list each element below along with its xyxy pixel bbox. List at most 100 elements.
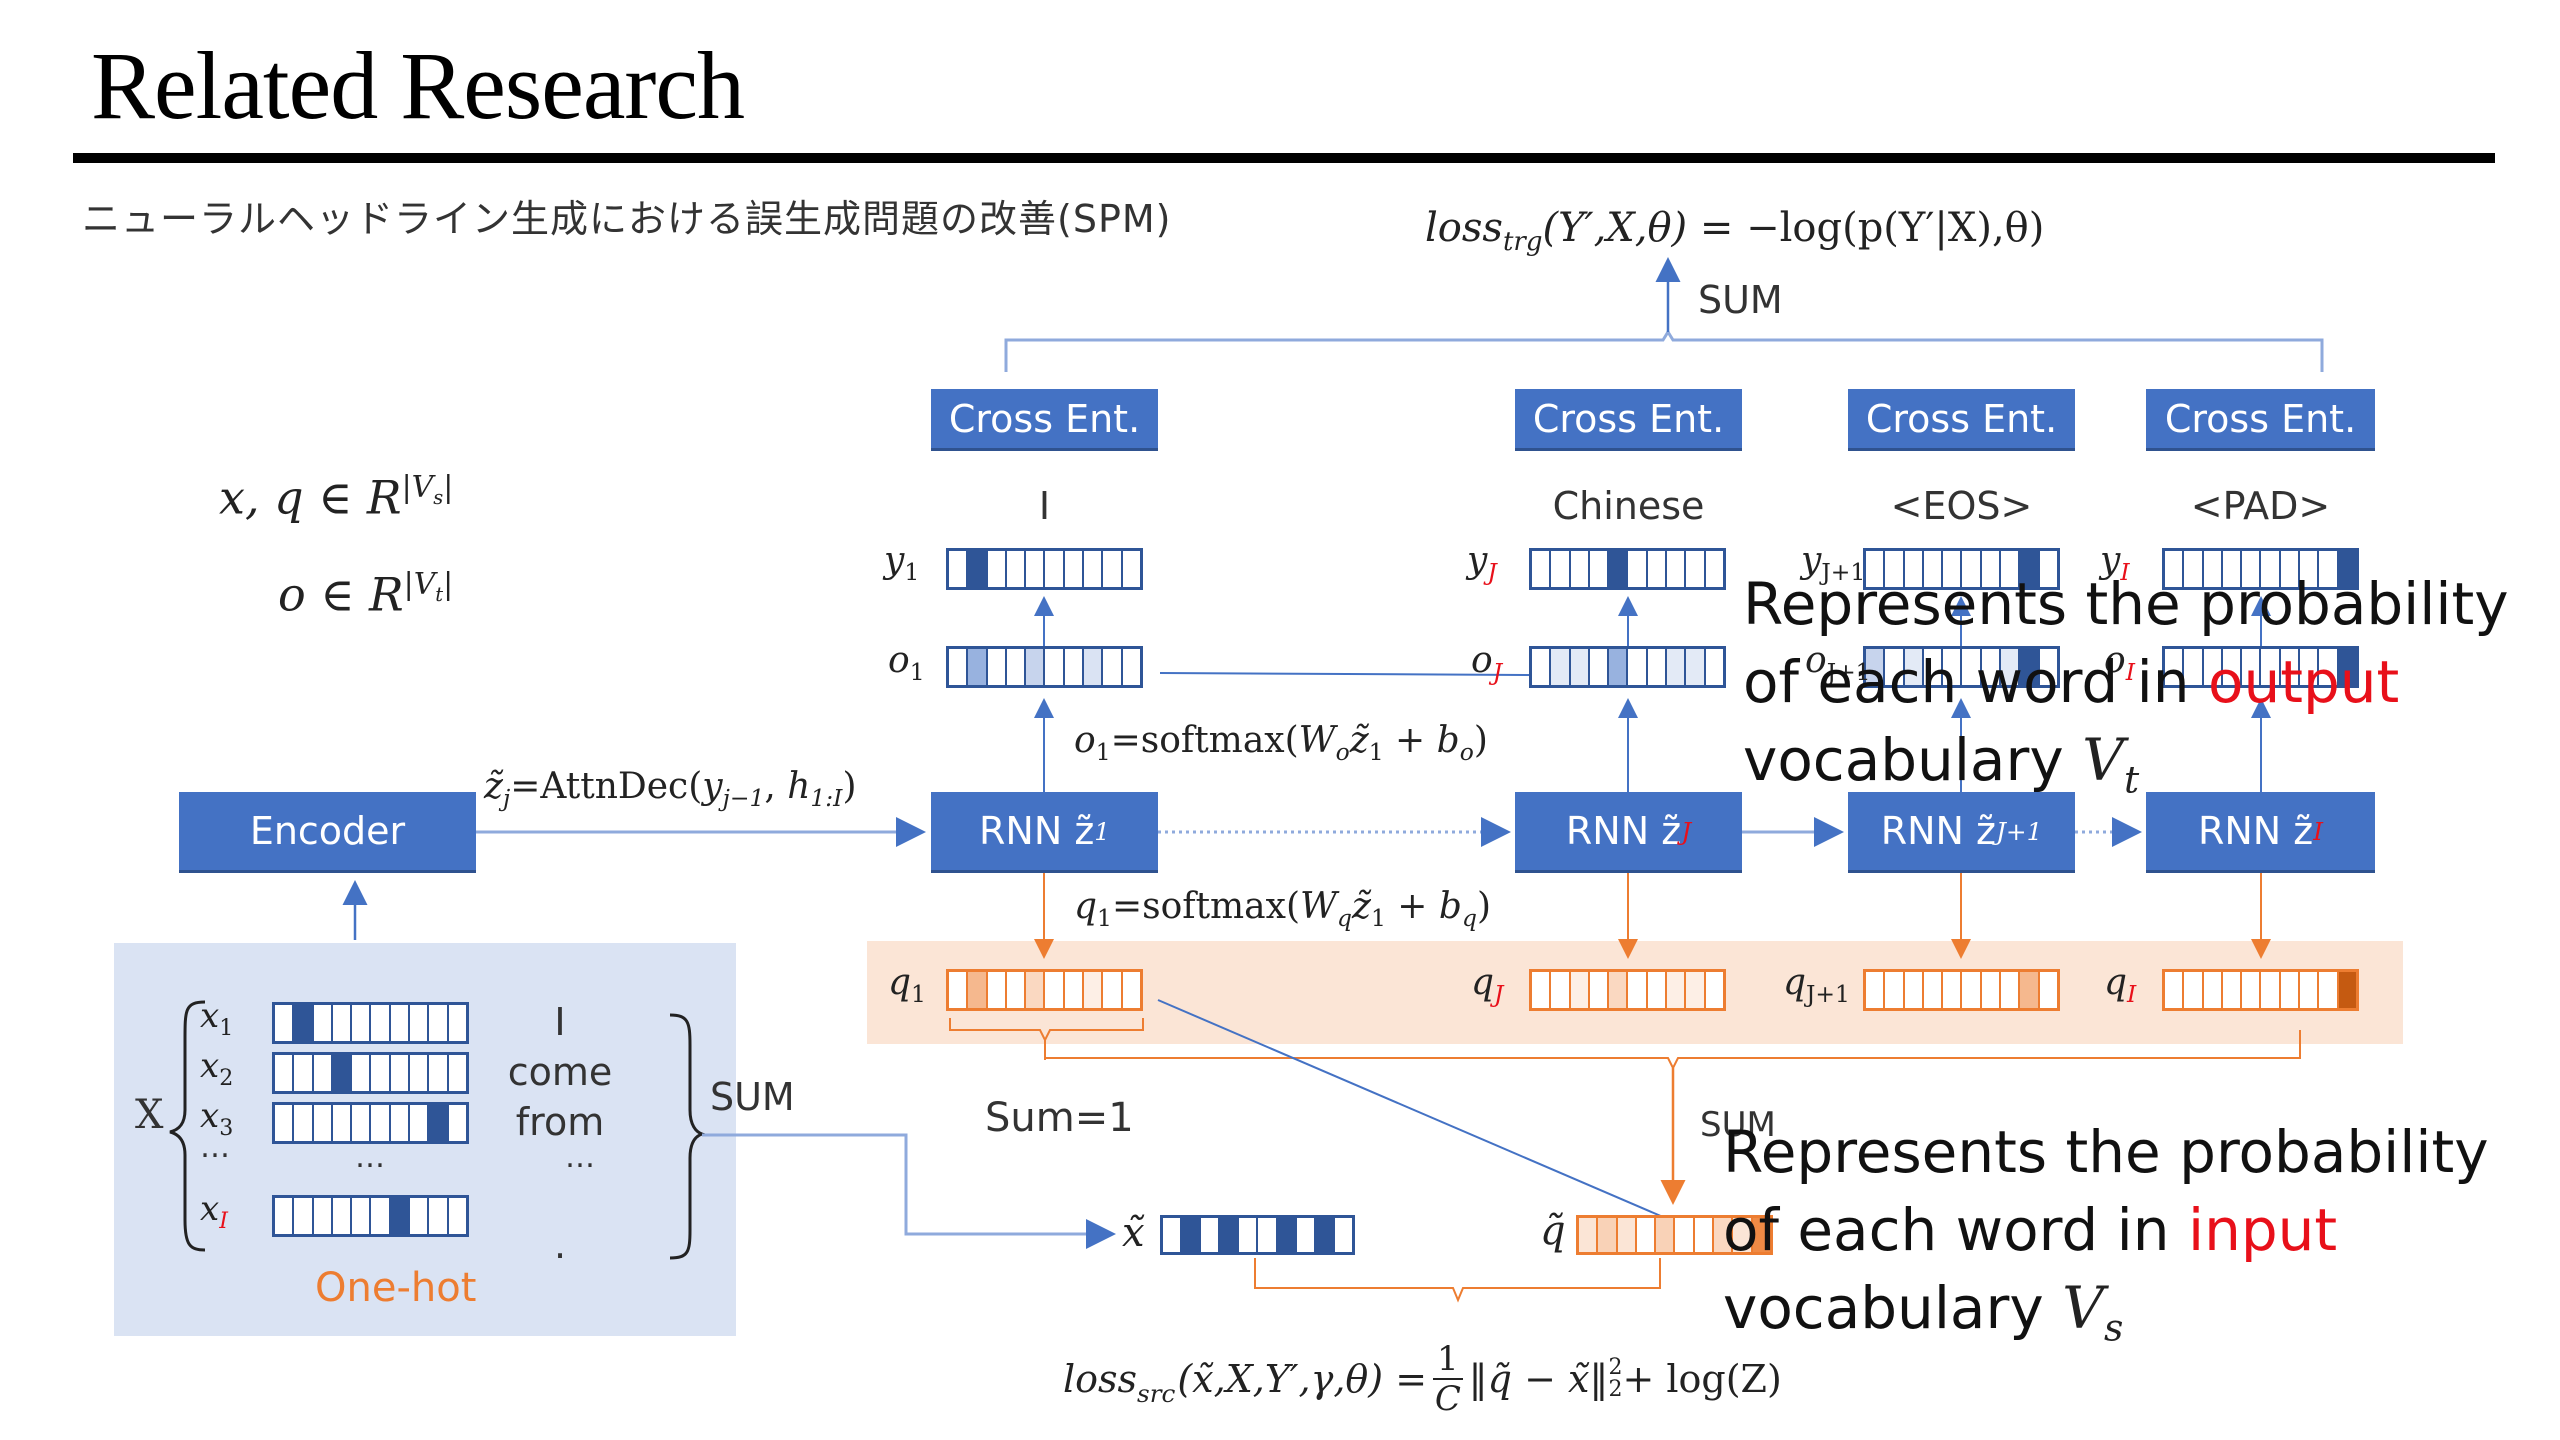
vector-cell [2242,972,2262,1008]
vector-cell [1885,972,1905,1008]
output-annot-line2: of each word in [1743,648,2208,716]
vector-cell [410,1105,430,1141]
rnn-subscript: 1 [1094,816,1110,846]
rnn-subscript: J+1 [1995,816,2043,846]
vector-cell [410,1055,430,1091]
vector-cell [1163,1218,1183,1252]
loss-trg-formula: losstrg(Y′,X,θ) = −log(p(Y′|X),θ) [1425,205,2044,257]
vector-cell [1065,649,1085,685]
vector-cell [1866,972,1886,1008]
vector-cell [294,1055,314,1091]
attn-h: h [787,766,811,807]
vector-cell [2020,551,2040,587]
vector-cell [2223,649,2243,685]
input-annot-line1: Represents the probability [1723,1118,2489,1186]
loss-src-fraction: 1 C [1433,1340,1463,1418]
rnn-box: RNN z̃1 [931,792,1158,873]
vector-cell [2001,649,2021,685]
output-vocab-annotation: Represents the probability of each word … [1743,565,2509,819]
vector-cell [390,1198,411,1234]
q-sm-plus: + [1385,886,1439,927]
vector-cell [1335,1218,1352,1252]
q-sm-w-sub: q [1337,904,1352,933]
input-word-label: come [507,1050,613,1094]
x-input-label: xI [200,1189,228,1234]
vector-cell [333,1198,353,1234]
attn-lhs: z̃ [484,766,503,807]
vector-cell [275,1005,295,1041]
y-label-subscript: I [2120,558,2130,587]
vector-cell [1962,649,1982,685]
vector-cell [429,1198,449,1234]
vector-cell [1656,1218,1676,1252]
output-annot-keyword: output [2207,648,2400,716]
q-sm-lhs: q [1074,886,1098,927]
vector-cell [294,1005,314,1041]
loss-src-frac-den: C [1434,1379,1461,1419]
vector-cell [391,1005,411,1041]
vector-cell [2300,972,2320,1008]
x-input-label-symbol: x [200,1189,220,1229]
vector-cell [1201,1218,1221,1252]
ellipsis: … [565,1140,595,1175]
o-sm-end: ) [1473,720,1488,761]
o-label-symbol: o [888,640,910,681]
vector-cell [1752,1218,1770,1252]
o-label: oJ [1471,640,1502,686]
o-label: oI [2104,640,2135,686]
rnn-subscript: J [1681,816,1692,846]
loss-src-name: loss [1063,1357,1138,1401]
vector-cell [2165,551,2185,587]
input-sum-to-x-tilde-arrow [702,1133,1116,1249]
vector-cell [314,1198,333,1234]
vector-cell [391,1105,411,1141]
vector-cell [1590,649,1610,685]
sum-label-left: SUM [710,1075,795,1119]
vector-cell [2319,972,2339,1008]
q-sm-w: W [1300,886,1338,927]
vector-cell [410,1198,430,1234]
vector-cell [333,1005,353,1041]
ellipsis: … [200,1130,230,1165]
vector-cell [2020,972,2040,1008]
vector-cell [1982,972,2002,1008]
vector-cell [1026,972,1046,1008]
o-sm-lhs-sub: 1 [1095,738,1111,767]
vector-cell [449,1198,466,1234]
loss-trg-sub: trg [1502,227,1543,257]
x-input-label: x3 [200,1096,233,1141]
o-label-symbol: o [1805,640,1827,681]
vector-cell [2281,551,2301,587]
xq-space-sup: |V [401,470,434,505]
vector-cell [1239,1218,1259,1252]
one-hot-vector [272,1002,469,1044]
x-input-label-symbol: x [200,1046,220,1086]
cross-entropy-box-1: Cross Ent. [931,389,1158,451]
output-annot-vocab-symbol: V [2082,726,2124,794]
vector-cell [429,1055,449,1091]
vector-cell [1532,972,1552,1008]
vector-cell [2204,972,2223,1008]
loss-src-brace [1254,1258,1661,1303]
vector-cell [988,972,1007,1008]
rnn-label: RNN z̃ [2197,809,2314,853]
o-sm-z: z̃ [1349,720,1369,761]
vector-cell [1714,1218,1734,1252]
o-vector [1529,646,1726,688]
loss-trg-rhs: = −log(p(Y′|X),θ) [1687,205,2045,251]
vector-cell [1590,551,1610,587]
output-annot-vocab-sub: t [2123,757,2140,802]
vector-cell [1045,649,1065,685]
vector-cell [1667,972,1687,1008]
vector-cell [2040,972,2057,1008]
vector-cell [2020,649,2040,685]
vector-cell [275,1055,295,1091]
o-sm-plus: + [1383,720,1437,761]
vector-cell [2001,551,2021,587]
vector-cell [391,1055,411,1091]
vector-cell [1103,649,1123,685]
top-sum-bracket [1004,329,2324,372]
vector-cell [352,1105,372,1141]
vector-cell [1045,972,1065,1008]
cross-entropy-box-J1: Cross Ent. [1848,389,2075,451]
